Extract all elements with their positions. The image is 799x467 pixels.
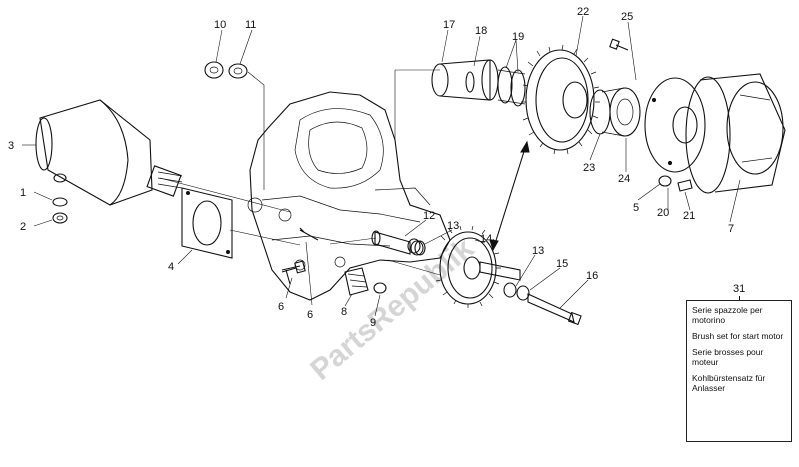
callout-5: 5 xyxy=(633,202,639,214)
callout-7: 7 xyxy=(728,223,734,235)
callout-3: 3 xyxy=(8,140,14,152)
callout-9: 9 xyxy=(370,317,376,329)
callout-4: 4 xyxy=(168,261,174,273)
callout-24: 24 xyxy=(618,173,630,185)
legend-line-french: Serie brosses pour moteur xyxy=(692,347,764,367)
callout-6b: 6 xyxy=(307,309,313,321)
callout-21: 21 xyxy=(683,210,695,222)
callout-15: 15 xyxy=(556,258,568,270)
callout-16: 16 xyxy=(586,270,598,282)
callout-13a: 13 xyxy=(447,220,459,232)
screws xyxy=(281,227,319,285)
legend-line-german: Kohlbürstensatz für Anlasser xyxy=(692,373,766,393)
callout-leaders xyxy=(22,15,741,317)
callout-20: 20 xyxy=(657,207,669,219)
callout-12: 12 xyxy=(423,210,435,222)
callout-14: 14 xyxy=(480,233,492,245)
callout-18: 18 xyxy=(475,25,487,37)
gasket xyxy=(181,187,233,259)
legend-callout-31: 31 xyxy=(733,283,746,295)
callout-8: 8 xyxy=(341,306,347,318)
gear-22 xyxy=(521,44,600,155)
flywheel xyxy=(609,38,786,194)
legend-stem xyxy=(739,296,740,300)
callout-25: 25 xyxy=(621,11,633,23)
freewheel xyxy=(589,87,641,137)
callout-10: 10 xyxy=(214,19,226,31)
callout-19: 19 xyxy=(512,31,524,43)
callout-2: 2 xyxy=(20,221,26,233)
washer-and-nut xyxy=(52,197,68,224)
callout-6a: 6 xyxy=(278,301,284,313)
callout-11: 11 xyxy=(245,19,256,31)
legend-line-italian: Serie spazzole per motorino xyxy=(692,305,763,325)
crankcase-cover xyxy=(247,91,451,301)
callout-23: 23 xyxy=(583,162,595,174)
callout-13b: 13 xyxy=(532,245,544,257)
callout-numbers: 1 2 3 4 5 6 6 7 8 9 10 11 12 13 13 14 15… xyxy=(8,6,734,329)
starter-shaft xyxy=(431,59,526,107)
callout-22: 22 xyxy=(577,6,589,18)
idler-gear-shaft xyxy=(344,230,424,296)
callout-1: 1 xyxy=(20,187,26,199)
callout-17: 17 xyxy=(443,19,455,31)
assembly-lines xyxy=(159,69,530,276)
watermark-text: PartsRepublik xyxy=(304,232,480,387)
legend-line-english: Brush set for start motor xyxy=(692,331,784,341)
watermark: PartsRepublik xyxy=(304,232,480,387)
top-washers xyxy=(204,61,248,79)
legend-box: Serie spazzole per motorino Brush set fo… xyxy=(686,300,792,442)
starter-motor xyxy=(35,99,183,206)
bolt-assembly xyxy=(414,240,582,326)
